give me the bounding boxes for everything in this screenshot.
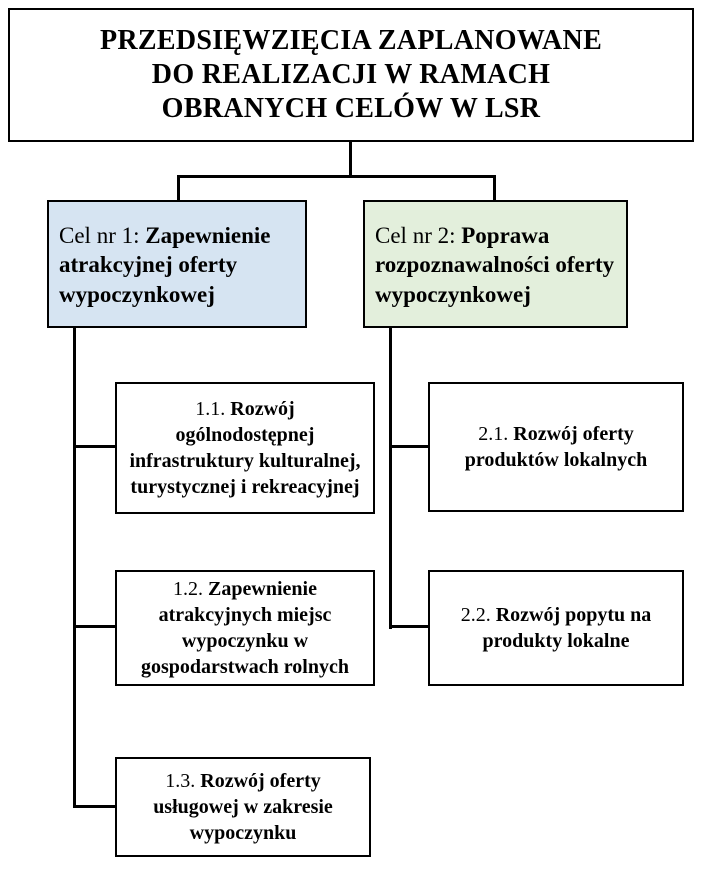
connector-spine-cel2 xyxy=(389,328,392,629)
goal-cel1-text: Cel nr 1: Zapewnienie atrakcyjnej oferty… xyxy=(59,221,297,309)
connector-drop-cel1 xyxy=(177,175,180,200)
project-2-2-label: Rozwój popytu na produkty lokalne xyxy=(482,604,652,652)
project-2-2-prefix: 2.2. xyxy=(460,604,496,626)
title-line-3: OBRANYCH CELÓW W LSR xyxy=(161,93,541,125)
project-2-2-text: 2.2. Rozwój popytu na produkty lokalne xyxy=(437,602,675,654)
project-1-1-label: Rozwój ogólnodostępnej infrastruktury ku… xyxy=(129,398,361,498)
project-box-1-1: 1.1. Rozwój ogólnodostępnej infrastruktu… xyxy=(115,382,375,514)
project-box-1-3: 1.3. Rozwój oferty usługowej w zakresie … xyxy=(115,757,371,857)
project-box-2-2: 2.2. Rozwój popytu na produkty lokalne xyxy=(428,570,684,686)
connector-stub-2-2 xyxy=(389,625,428,628)
connector-stub-1-2 xyxy=(73,625,115,628)
project-1-2-text: 1.2. Zapewnienie atrakcyjnych miejsc wyp… xyxy=(124,576,366,680)
connector-spine-cel1 xyxy=(73,328,76,808)
connector-branch xyxy=(177,175,496,178)
project-1-2-prefix: 1.2. xyxy=(173,578,209,600)
connector-stub-2-1 xyxy=(389,445,428,448)
project-2-1-label: Rozwój oferty produktów lokalnych xyxy=(464,423,648,471)
project-1-2-label: Zapewnienie atrakcyjnych miejsc wypoczyn… xyxy=(141,578,349,678)
project-2-1-prefix: 2.1. xyxy=(478,423,514,445)
project-1-3-label: Rozwój oferty usługowej w zakresie wypoc… xyxy=(153,770,333,844)
goal-box-cel2: Cel nr 2: Poprawa rozpoznawalności ofert… xyxy=(363,200,628,328)
connector-title-stem xyxy=(349,142,352,178)
project-2-1-text: 2.1. Rozwój oferty produktów lokalnych xyxy=(437,421,675,473)
goal-cel2-prefix: Cel nr 2: xyxy=(375,222,462,248)
project-1-3-prefix: 1.3. xyxy=(165,770,201,792)
project-box-2-1: 2.1. Rozwój oferty produktów lokalnych xyxy=(428,382,684,512)
project-1-1-prefix: 1.1. xyxy=(195,398,231,420)
project-box-1-2: 1.2. Zapewnienie atrakcyjnych miejsc wyp… xyxy=(115,570,375,686)
title-line-2: DO REALIZACJI W RAMACH xyxy=(151,58,551,90)
connector-drop-cel2 xyxy=(493,175,496,200)
project-1-3-text: 1.3. Rozwój oferty usługowej w zakresie … xyxy=(124,768,362,846)
goal-cel1-label: Zapewnienie atrakcyjnej oferty wypoczynk… xyxy=(59,222,271,307)
connector-stub-1-3 xyxy=(73,805,115,808)
goal-cel2-label: Poprawa rozpoznawalności oferty wypoczyn… xyxy=(375,222,615,307)
goal-box-cel1: Cel nr 1: Zapewnienie atrakcyjnej oferty… xyxy=(47,200,307,328)
connector-stub-1-1 xyxy=(73,445,115,448)
diagram-title-box: PRZEDSIĘWZIĘCIA ZAPLANOWANE DO REALIZACJ… xyxy=(8,8,694,142)
goal-cel2-text: Cel nr 2: Poprawa rozpoznawalności ofert… xyxy=(375,221,618,309)
title-line-1: PRZEDSIĘWZIĘCIA ZAPLANOWANE xyxy=(99,24,603,56)
project-1-1-text: 1.1. Rozwój ogólnodostępnej infrastruktu… xyxy=(124,396,366,500)
goal-cel1-prefix: Cel nr 1: xyxy=(59,222,146,248)
